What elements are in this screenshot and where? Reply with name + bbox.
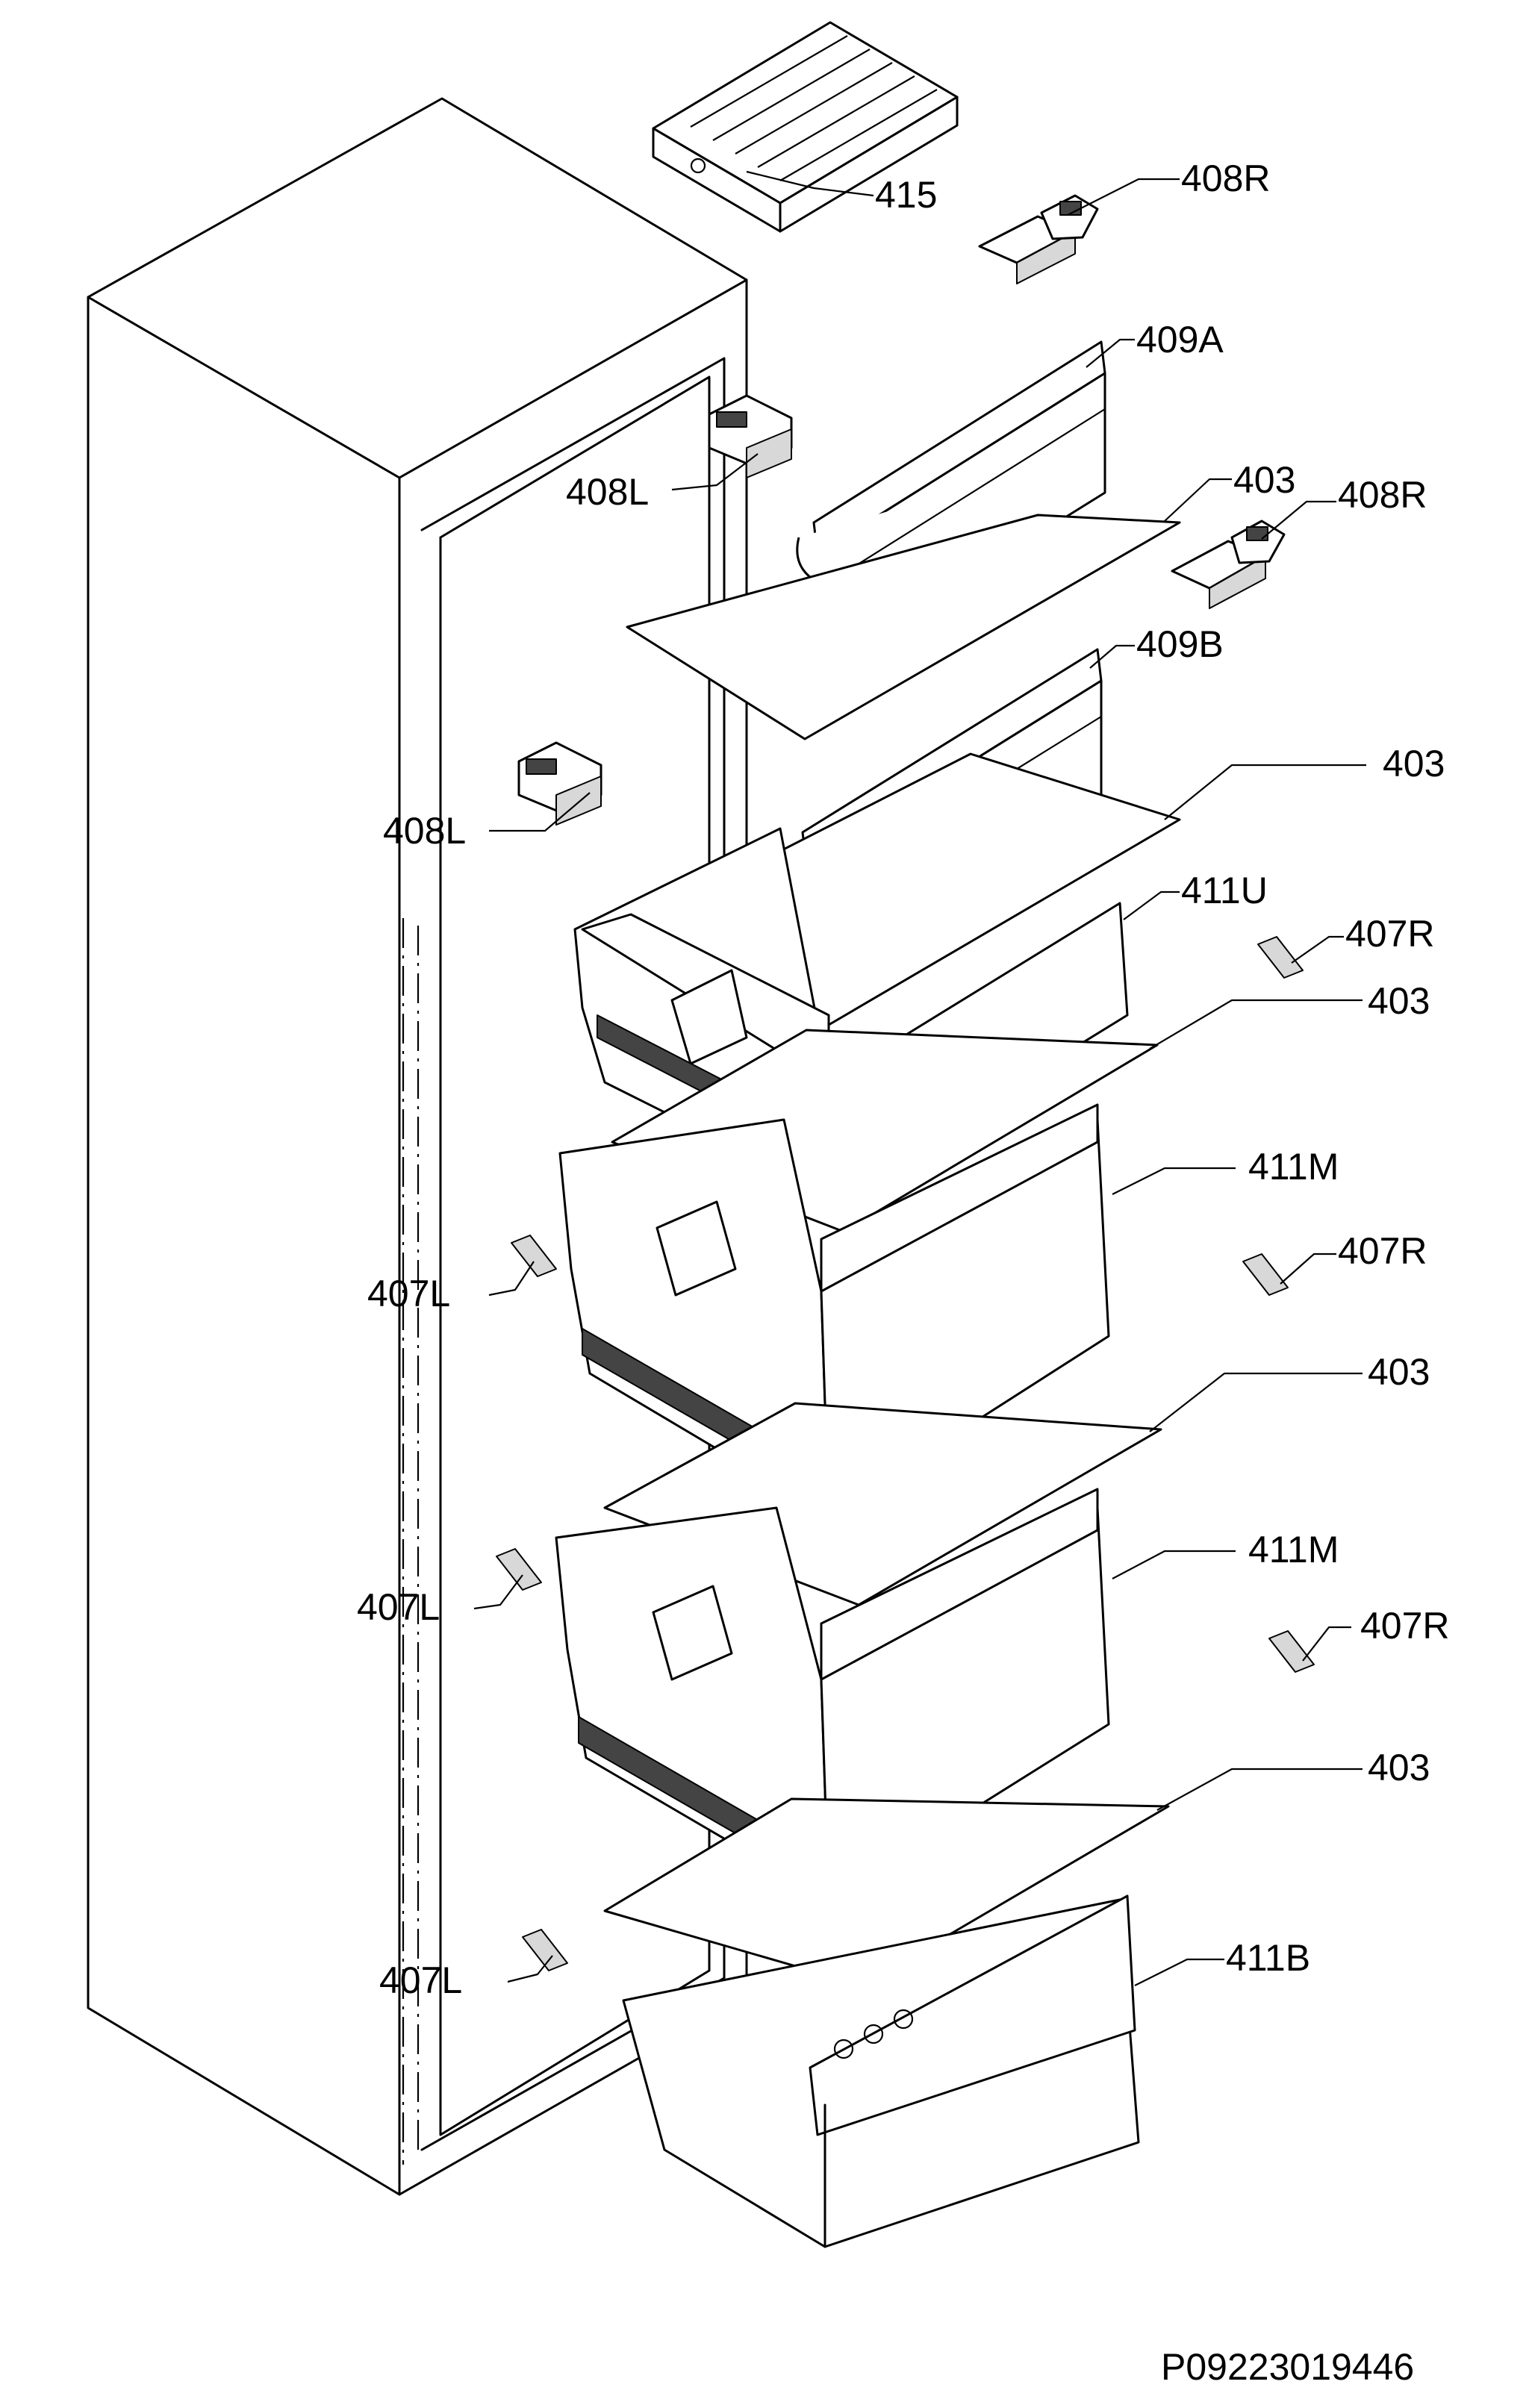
part-407l-clip-a — [511, 1235, 557, 1277]
label-411m-a: 411M — [1248, 1146, 1339, 1188]
label-403-a: 403 — [1233, 459, 1295, 501]
label-407r-b: 407R — [1338, 1230, 1427, 1272]
label-403-d: 403 — [1368, 1351, 1430, 1393]
part-408l-clip-b — [517, 741, 602, 826]
label-408r-top: 408R — [1181, 157, 1271, 199]
part-415-tray — [652, 21, 959, 233]
part-407r-clip-c — [1268, 1630, 1315, 1673]
label-411m-b: 411M — [1248, 1529, 1339, 1570]
label-408l-a: 408L — [566, 471, 649, 513]
label-408r-b: 408R — [1338, 474, 1427, 516]
label-409a: 409A — [1136, 319, 1224, 361]
label-403-b: 403 — [1383, 743, 1445, 785]
part-403-glass-a — [626, 514, 1181, 740]
label-409b: 409B — [1136, 623, 1224, 665]
label-407r-a: 407R — [1345, 913, 1435, 955]
label-403-c: 403 — [1368, 980, 1430, 1022]
part-labels: 415 408R 409A 408L 403 408R 409B 403 408… — [357, 157, 1450, 2001]
part-407l-clip-b — [496, 1548, 542, 1591]
label-407l-c: 407L — [379, 1959, 462, 2001]
part-407r-clip-a — [1257, 936, 1304, 979]
part-407l-clip-c — [522, 1929, 568, 1971]
label-415: 415 — [875, 174, 937, 216]
part-407r-clip-b — [1242, 1253, 1289, 1296]
label-407l-a: 407L — [367, 1273, 450, 1314]
label-408l-b: 408L — [383, 810, 466, 852]
part-408l-clip-a — [708, 394, 793, 478]
leader-lines — [473, 170, 1366, 1986]
label-411b: 411B — [1226, 1937, 1310, 1979]
label-411u: 411U — [1181, 870, 1268, 911]
label-407l-b: 407L — [357, 1586, 440, 1628]
label-407r-c: 407R — [1360, 1605, 1450, 1647]
label-403-e: 403 — [1368, 1747, 1430, 1788]
document-code: P09223019446 — [1161, 2346, 1414, 2388]
part-411b-drawer — [622, 1894, 1140, 2248]
part-403-glass-e — [603, 1797, 1170, 1987]
